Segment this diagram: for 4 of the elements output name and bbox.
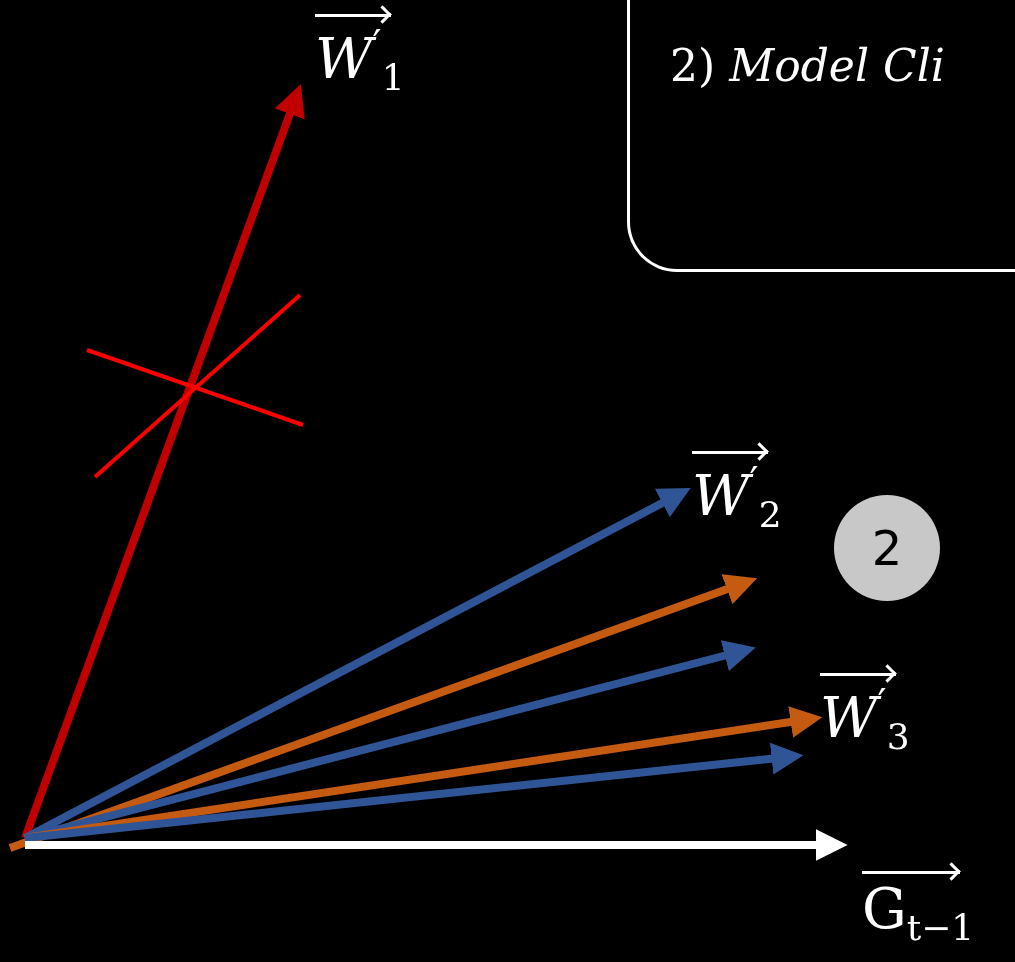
vector-label: G$_{t−1}$: [862, 865, 975, 947]
panel-box: [627, 0, 1015, 272]
panel-heading: 2) Model Cli: [670, 40, 945, 91]
step-number-circle: 2: [834, 495, 940, 601]
